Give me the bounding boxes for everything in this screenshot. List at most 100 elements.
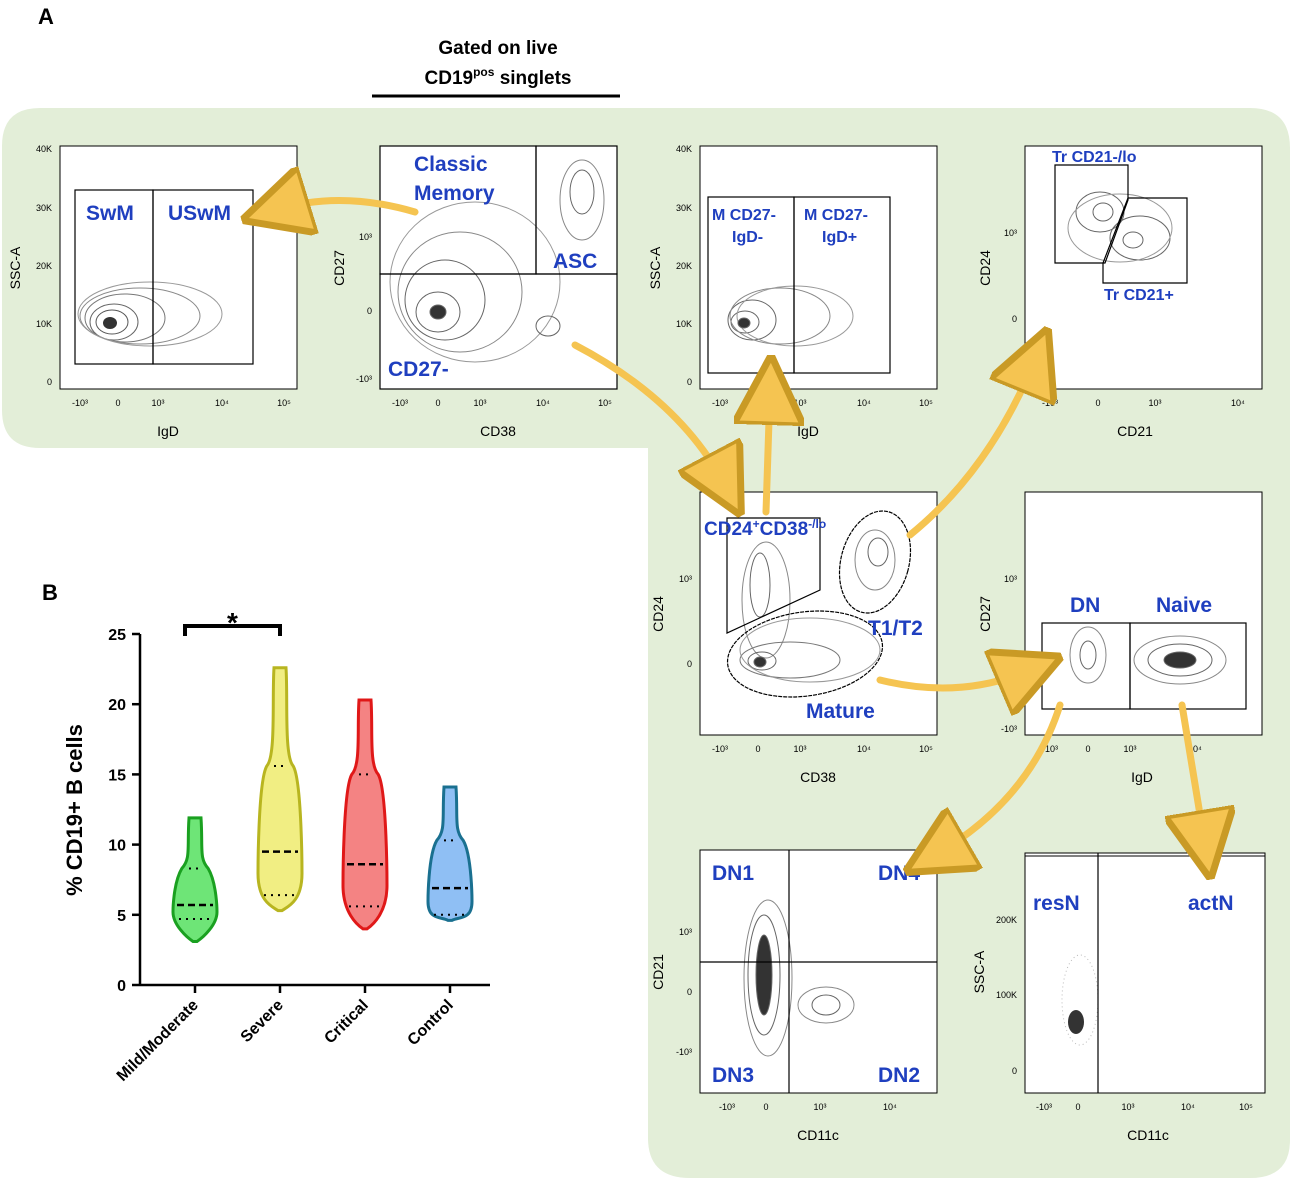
y-axis-title: CD24 [977,250,993,286]
gate-label-tr-lo: Tr CD21-/lo [1052,149,1137,166]
gating-header-line1: Gated on live [438,38,557,59]
x-tick: 0 [755,398,760,408]
gate-mature [726,610,884,698]
gate-label-dn1: DN1 [712,862,754,885]
y-axis-title: CD21 [650,954,666,990]
x-tick: -10³ [1042,744,1058,754]
violin-ytick-label: 15 [108,767,126,784]
y-tick: 10³ [679,574,692,584]
x-tick: 10⁵ [598,398,612,408]
violin-ytick-label: 20 [108,697,126,714]
y-axis-title: CD27 [977,596,993,632]
x-axis-title: IgD [157,423,179,439]
y-tick: 20K [36,261,52,271]
y-ticks: 10³ 0 -10³ [356,232,372,384]
x-tick: 0 [755,744,760,754]
y-tick: 100K [996,990,1017,1000]
x-tick: 10³ [151,398,164,408]
violin-ytick-label: 10 [108,838,126,855]
x-tick: -10³ [712,744,728,754]
violin-body [256,666,304,913]
plot-resn: resN actN 200K 100K 0 -10³ 0 10³ 10⁴ 10⁵… [971,852,1266,1143]
significance-line [183,624,282,636]
gate-label-mature: Mature [806,700,875,723]
y-tick: -10³ [676,1047,692,1057]
x-tick: 10³ [813,1102,826,1112]
gate-label-classic: Classic [414,153,488,176]
plot-tr: Tr CD21-/lo Tr CD21+ 10³ 0 -10³ 0 10³ 10… [977,145,1263,439]
violin-body [171,816,219,943]
contours [77,281,223,347]
arrow-t1t2-to-tr [906,360,1035,539]
x-axis-title: CD11c [1127,1127,1169,1143]
x-tick: 0 [435,398,440,408]
gate-label-cd24-sup: + [753,517,760,531]
y-tick: 0 [367,306,372,316]
arrow-dn-to-dn14 [935,701,1064,855]
gate-t1t2 [838,510,912,614]
violin-ytick-label: 0 [117,978,126,995]
arrow-cd24-to-mcd27 [766,390,770,516]
x-tick: 10³ [1123,744,1136,754]
gate-label-cd24: CD24+CD38-/lo [704,517,826,540]
gate-label-mcd27-b: M CD27- [804,207,868,224]
y-tick: -10³ [356,374,372,384]
gate-label-mcd27-a: M CD27- [712,207,776,224]
y-tick: 40K [676,144,692,154]
gate-label-dn3: DN3 [712,1064,754,1087]
contours [1069,626,1227,685]
x-tick: 10⁴ [857,398,871,408]
x-tick: -10³ [392,398,408,408]
gate-cd24cd38 [726,517,821,634]
gate-cd27neg [379,273,618,390]
gate-uswm [152,189,254,365]
y-ticks: 10³ 0 [679,574,692,669]
y-tick: 30K [676,203,692,213]
gate-mcd27-igd-pos [793,196,891,374]
contours [743,899,855,1057]
gate-label-asc: ASC [553,250,597,273]
violin-category-label: Control [405,997,457,1049]
gate-label-cd27neg: CD27- [388,358,449,381]
x-tick: 10⁴ [857,744,871,754]
plot-cd24cd38: CD24+CD38-/lo T1/T2 Mature 10³ 0 -10³ 0 … [650,491,938,785]
y-axis-title: SSC-A [971,950,987,993]
y-ticks: 200K 100K 0 [996,915,1017,1076]
x-tick: 0 [1075,1102,1080,1112]
y-axis-title: CD27 [331,250,347,286]
x-tick: 0 [1085,744,1090,754]
y-axis-title: SSC-A [647,246,663,289]
x-axis-title: IgD [797,423,819,439]
gate-naive [1129,622,1247,710]
x-ticks: -10³ 0 10³ 10⁴ [1042,744,1202,754]
x-ticks: -10³ 0 10³ 10⁴ 10⁵ [1036,1102,1253,1112]
plot-frame [699,849,938,1094]
gate-label-cd38-sup: -/lo [808,517,826,531]
x-tick: -10³ [1036,1102,1052,1112]
x-tick: 10³ [793,398,806,408]
contours [727,285,854,347]
y-ticks: 10³ 0 [1004,228,1017,324]
x-ticks: -10³ 0 10³ 10⁴ 10⁵ [712,744,933,754]
gate-label-dn2: DN2 [878,1064,920,1087]
y-tick: 0 [1012,314,1017,324]
y-tick: 0 [687,659,692,669]
y-ticks: 40K 30K 20K 10K 0 [36,144,52,387]
x-axis-title: CD38 [800,769,836,785]
y-tick: 10K [676,319,692,329]
gate-label-dn: DN [1070,594,1100,617]
violin-body [426,785,474,922]
gate-label-tr-pos: Tr CD21+ [1104,287,1174,304]
panel-a-label: A [38,4,54,29]
x-tick: 0 [115,398,120,408]
gating-header-cd19: CD19 [425,68,474,89]
gate-label-cd24-main: CD24 [704,519,753,540]
violin-ytick-label: 5 [117,908,126,925]
plot-frame [59,145,298,390]
y-tick: 10K [36,319,52,329]
y-tick: 40K [36,144,52,154]
y-tick: -10³ [1001,724,1017,734]
arrow-naive-to-resn [1182,701,1205,845]
y-ticks: 10³ 0 -10³ [676,927,692,1057]
x-ticks: -10³ 0 10³ 10⁴ 10⁵ [72,398,291,408]
